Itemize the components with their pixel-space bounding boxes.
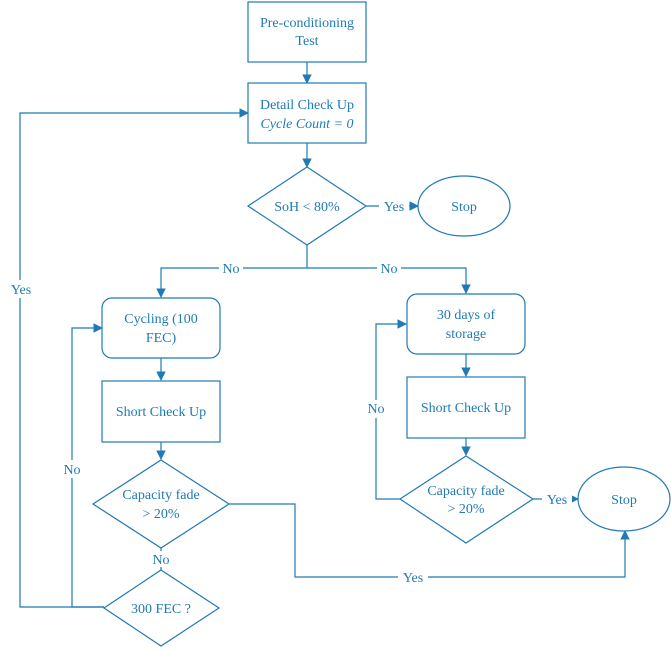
- edge-soh-to-cycling: [156, 267, 307, 298]
- node-cycling: Cycling (100 FEC): [101, 297, 221, 359]
- cycling-line2: FEC): [146, 331, 177, 346]
- capacity-left-line2: > 20%: [142, 507, 179, 522]
- preconditioning-line1: Pre-conditioning: [260, 16, 354, 31]
- edge-fec-yes-to-detail: [19, 108, 249, 608]
- stop-top-label: Stop: [451, 200, 477, 215]
- node-stop-right: Stop: [577, 466, 671, 532]
- label-capacity-right-yes: Yes: [547, 493, 567, 508]
- preconditioning-line2: Test: [295, 34, 318, 49]
- edge-labels: Yes No No Yes No No Yes No Yes: [6, 198, 572, 586]
- storage-line1: 30 days of: [437, 308, 496, 323]
- node-fec-decision: 300 FEC ?: [102, 569, 221, 647]
- cycling-line1: Cycling (100: [124, 312, 198, 327]
- detail-check-line1: Detail Check Up: [260, 98, 354, 113]
- detail-check-line2: Cycle Count = 0: [260, 117, 353, 132]
- node-capacity-right: Capacity fade > 20%: [398, 455, 535, 544]
- soh-decision-label: SoH < 80%: [274, 200, 340, 215]
- capacity-right-line2: > 20%: [447, 502, 484, 517]
- label-soh-no-left: No: [222, 262, 239, 277]
- label-capacity-right-no: No: [367, 402, 384, 417]
- node-capacity-left: Capacity fade > 20%: [91, 459, 231, 549]
- node-stop-top: Stop: [417, 175, 511, 237]
- label-soh-no-right: No: [380, 262, 397, 277]
- node-detail-check-up: Detail Check Up Cycle Count = 0: [247, 82, 367, 144]
- short-check-right-label: Short Check Up: [421, 401, 511, 416]
- label-capacity-left-yes: Yes: [403, 571, 423, 586]
- node-soh-decision: SoH < 80%: [246, 166, 368, 246]
- capacity-right-line1: Capacity fade: [427, 484, 504, 499]
- label-fec-yes: Yes: [11, 283, 31, 298]
- capacity-left-line1: Capacity fade: [122, 488, 199, 503]
- node-storage: 30 days of storage: [406, 293, 526, 355]
- short-check-left-label: Short Check Up: [116, 405, 206, 420]
- node-short-check-left: Short Check Up: [101, 380, 221, 443]
- edge-soh-to-storage: [307, 267, 471, 294]
- stop-right-label: Stop: [611, 493, 637, 508]
- node-preconditioning-test: Pre-conditioning Test: [247, 1, 367, 63]
- node-short-check-right: Short Check Up: [406, 376, 526, 439]
- label-soh-yes: Yes: [384, 200, 404, 215]
- edges: [19, 62, 630, 608]
- label-fec-no: No: [63, 463, 80, 478]
- edge-capacity-left-yes-to-stop: [229, 503, 630, 578]
- storage-line2: storage: [446, 327, 486, 342]
- label-capacity-left-no: No: [152, 553, 169, 568]
- fec-decision-label: 300 FEC ?: [131, 602, 191, 617]
